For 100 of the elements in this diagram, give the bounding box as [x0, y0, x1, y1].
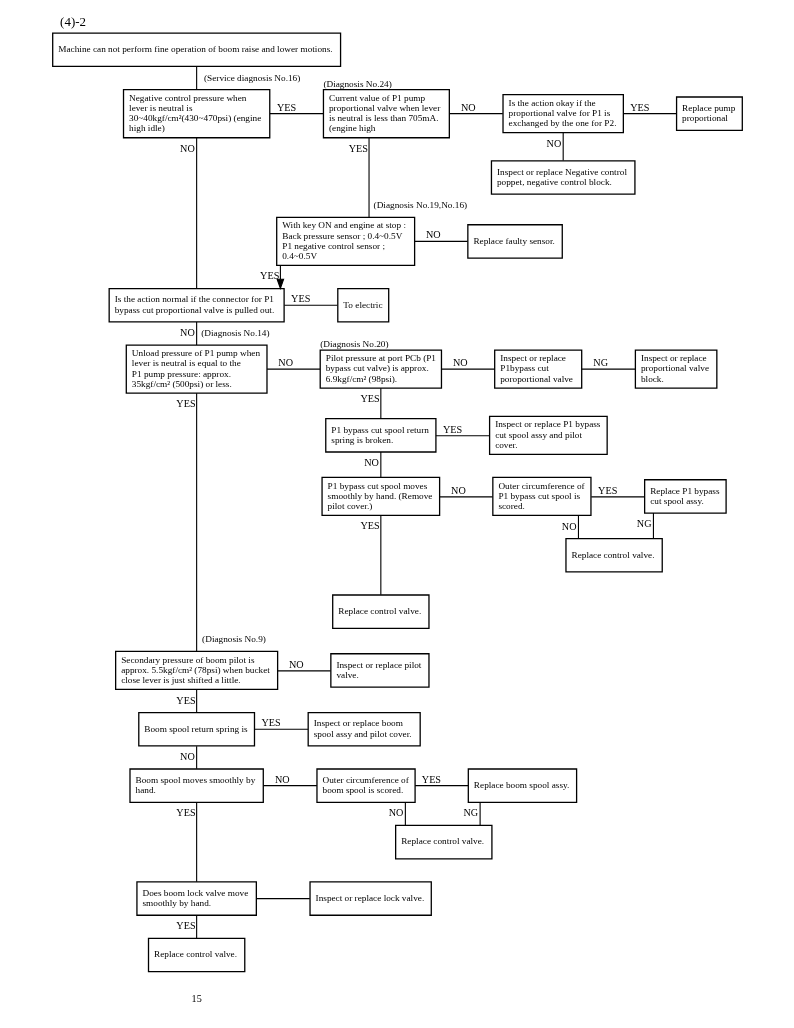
connector — [195, 801, 197, 883]
node-box: Replace boom spool assy. — [467, 768, 577, 803]
connector — [283, 304, 338, 306]
edge-label: YES — [175, 694, 196, 706]
connector — [622, 113, 677, 115]
edge-label: YES — [175, 920, 196, 932]
edge-label: NO — [363, 456, 379, 468]
edge-label: NO — [179, 751, 195, 762]
edge-label: YES — [259, 270, 279, 282]
node-box: Replace control valve. — [394, 824, 493, 860]
node-box: Is the action normal if the connector for P1 bypass cut proportional valve is pulled out. — [108, 287, 285, 323]
node-box: Boom spool moves smoothly by hand. — [128, 768, 264, 803]
edge-label: NG — [463, 807, 478, 819]
node-box: Unload pressure of P1 pump when lever is neutral is equal to the P1 pump pressure: approx. 35kgf/cm² (500psi) or less. — [125, 344, 268, 394]
connector — [195, 745, 197, 770]
edge-label: YES — [260, 717, 281, 729]
connector — [195, 66, 197, 91]
node-box: Inspect or replace boom spool assy and pilot cover. — [307, 711, 421, 747]
node-box: Replace faulty sensor. — [466, 224, 563, 259]
connector — [652, 512, 654, 539]
edge-label: NO — [425, 229, 441, 241]
node-box: To electric — [336, 287, 389, 323]
edge-label: NO — [546, 137, 561, 149]
edge-label: NO — [460, 101, 476, 113]
edge-label: YES — [360, 520, 380, 532]
connector — [590, 496, 645, 498]
node-box: Boom spool return spring is — [137, 711, 255, 747]
edge-label: YES — [421, 773, 441, 785]
connector — [255, 898, 310, 900]
connector — [440, 368, 495, 370]
edge-label: YES — [442, 423, 462, 435]
node-box: Is the action okay if the proportional valve for P1 is exchanged by the one for P2. — [501, 94, 624, 134]
connector — [262, 785, 317, 787]
node-box: Negative control pressure when lever is neutral is 30~40kgf/cm²(430~470psi) (engine high idle) — [122, 88, 270, 139]
node-box: Machine can not perform fine operation of boom raise and lower motions. — [51, 32, 341, 68]
edge-label: YES — [597, 484, 617, 496]
connector — [266, 368, 321, 370]
connector — [253, 728, 309, 730]
connector — [379, 387, 381, 419]
edge-label: NO — [179, 142, 195, 154]
node-box: Outer circumference of P1 bypass cut spool is scored. — [491, 476, 592, 517]
node-box: Replace P1 bypass cut spool assy. — [643, 479, 727, 514]
diagram-title: (4)-2 — [59, 13, 86, 29]
edge-label: NO — [452, 357, 468, 369]
node-box: Inspect or replace Negative control poppet, negative control block. — [490, 160, 636, 195]
node-box: Replace control valve. — [564, 537, 663, 573]
edge-label: YES — [629, 101, 649, 113]
node-box: P1 bypass cut spool moves smoothly by hand. (Remove pilot cover.) — [320, 476, 440, 517]
node-box: Pilot pressure at port PCb (P1 bypass cut valve) is approx. 6.9kgf/cm² (98psi). — [319, 349, 442, 389]
node-box: With key ON and engine at stop : Back pressure sensor ; 0.4~0.5V P1 negative control sensor ; 0.4~0.5V — [275, 216, 415, 267]
node-box: Does boom lock valve move smoothly by hand. — [135, 881, 257, 916]
edge-label: NO — [288, 658, 304, 670]
connector — [580, 368, 636, 370]
node-box: Inspect or replace P1 bypass cut spool assy and pilot cover. — [488, 415, 608, 455]
node-box: Secondary pressure of boom pilot is approx. 5.5kgf/cm² (78psi) when bucket close lever is just shifted a little. — [114, 650, 278, 691]
connector — [404, 802, 406, 826]
node-box: Outer circumference of boom spool is scored. — [315, 768, 416, 803]
node-label: (Diagnosis No.24) — [322, 78, 392, 89]
edge-label: YES — [348, 142, 368, 154]
node-label: (Diagnosis No.20) — [319, 339, 389, 350]
node-box: Inspect or replace proportional valve block. — [634, 349, 717, 389]
edge-label: NO — [561, 520, 577, 532]
connector — [414, 785, 469, 787]
node-box: P1 bypass cut spool return spring is broken. — [324, 418, 437, 453]
connector — [413, 240, 468, 242]
label: 15 — [191, 993, 202, 1005]
node-label: (Diagnosis No.14) — [200, 328, 270, 339]
connector — [438, 496, 493, 498]
connector — [448, 113, 503, 115]
node-box: Inspect or replace pilot valve. — [329, 653, 430, 688]
connector — [195, 392, 197, 652]
node-box: Inspect or replace lock valve. — [308, 881, 432, 916]
connector — [379, 514, 381, 596]
node-box: Replace control valve. — [331, 594, 430, 629]
node-box: Current value of P1 pump proportional valve when lever is neutral is less than 705mA. (engine high — [322, 88, 450, 139]
edge-label: YES — [360, 393, 380, 405]
node-label: (Diagnosis No.9) — [201, 634, 266, 645]
node-box: Replace pump proportional — [675, 96, 743, 131]
edge-label: NG — [592, 357, 608, 369]
connector — [276, 670, 331, 672]
connector — [368, 137, 370, 218]
connector — [562, 132, 564, 162]
edge-label: YES — [276, 101, 296, 113]
node-box: Inspect or replace P1bypass cut poroportional valve — [493, 349, 582, 389]
connector — [268, 113, 324, 115]
edge-label: NO — [388, 807, 403, 819]
connector — [479, 802, 481, 826]
node-label: (Service diagnosis No.16) — [203, 72, 300, 83]
connector — [195, 137, 197, 290]
edge-label: NO — [277, 357, 293, 369]
node-box: Replace control valve. — [147, 937, 245, 973]
edge-label: NO — [179, 326, 195, 338]
connector — [195, 321, 197, 346]
edge-label: NG — [636, 517, 652, 529]
connector — [434, 435, 490, 437]
connector — [195, 689, 197, 714]
edge-label: YES — [175, 807, 196, 819]
connector — [195, 915, 197, 939]
edge-label: YES — [290, 293, 310, 305]
edge-label: NO — [450, 484, 466, 496]
